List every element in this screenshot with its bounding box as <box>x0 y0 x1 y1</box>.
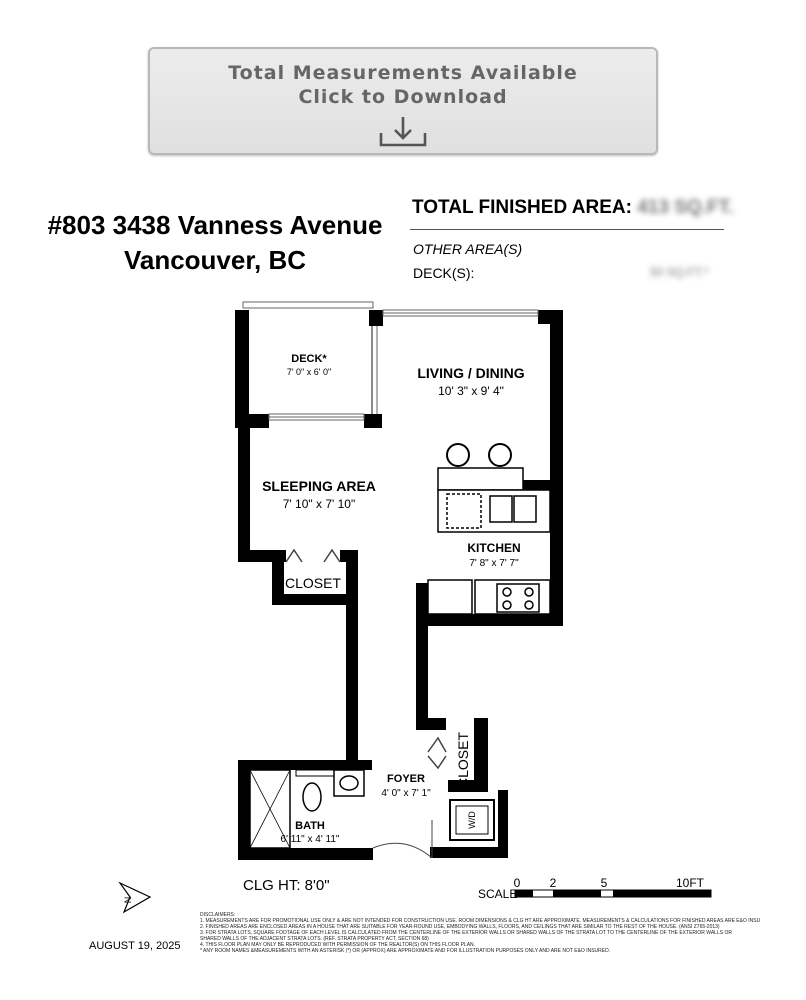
north-arrow-icon: N <box>118 881 152 914</box>
kitchen-counter <box>437 467 551 533</box>
disclaimer-line: 2. FINISHED AREAS ARE ENCLOSED AREAS IN … <box>200 924 720 930</box>
living-label: LIVING / DINING <box>417 365 524 381</box>
download-title: Total Measurements Available <box>228 62 578 84</box>
total-area-label: TOTAL FINISHED AREA: <box>412 197 632 218</box>
scale-label: SCALE <box>478 887 517 901</box>
disclaimer-line: SHARED WALLS OF THE ADJACENT STRATA LOTS… <box>200 936 429 942</box>
deck-label: DECK* <box>291 353 327 365</box>
address-line-2: Vancouver, BC <box>123 245 307 275</box>
scale-tick-10: 10FT <box>676 876 705 890</box>
download-icon <box>379 117 427 147</box>
total-finished-area: TOTAL FINISHED AREA: 413 SQ.FT. <box>412 197 733 219</box>
download-subtitle: Click to Download <box>298 86 508 108</box>
bath-label: BATH <box>295 820 325 832</box>
foyer-label: FOYER <box>387 773 425 785</box>
windows <box>242 301 539 421</box>
closet-label-1: CLOSET <box>285 575 341 591</box>
scale-tick-5: 5 <box>601 876 608 890</box>
total-area-value: 413 SQ.FT. <box>637 197 734 218</box>
disclaimer-line: 1. MEASUREMENTS ARE FOR PROMOTIONAL USE … <box>200 918 760 924</box>
foyer-dims: 4' 0" x 7' 1" <box>381 788 431 799</box>
disclaimer-line: 4. THIS FLOOR PLAN MAY ONLY BE REPRODUCE… <box>200 942 476 948</box>
bath-dims: 6' 11" x 4' 11" <box>281 834 340 845</box>
disclaimer-line: * ANY ROOM NAMES &MEASUREMENTS WITH AN A… <box>200 948 611 954</box>
sleeping-dims: 7' 10" x 7' 10" <box>283 497 355 511</box>
closet-doors <box>285 548 447 770</box>
sleeping-label: SLEEPING AREA <box>262 478 376 494</box>
bar-stools <box>446 443 512 467</box>
plan-date: AUGUST 19, 2025 <box>89 940 181 952</box>
disclaimer-line: 3. FOR STRATA LOTS, SQUARE FOOTAGE OF EA… <box>200 930 732 936</box>
address-line-1: #803 3438 Vanness Avenue <box>47 210 383 240</box>
area-divider <box>410 229 724 230</box>
living-dims: 10' 3" x 9' 4" <box>438 384 504 398</box>
closet-label-2: CLOSET <box>455 732 471 788</box>
disclaimer-line: DISCLAIMERS: <box>200 912 236 918</box>
kitchen-label: KITCHEN <box>467 541 520 555</box>
deck-area-label: DECK(S): <box>413 265 475 281</box>
kitchen-lower <box>427 579 551 615</box>
scale-tick-2: 2 <box>550 876 557 890</box>
deck-area-value: 50 SQ.FT.* <box>650 265 709 279</box>
north-label: N <box>123 897 133 904</box>
wd-label: W/D <box>467 811 477 829</box>
download-measurements-button[interactable]: Total Measurements Available Click to Do… <box>148 47 658 155</box>
scale-bar: SCALE 0 2 5 10FT <box>478 876 712 901</box>
scale-tick-0: 0 <box>514 876 521 890</box>
disclaimers: DISCLAIMERS: 1. MEASUREMENTS ARE FOR PRO… <box>200 912 760 954</box>
walls <box>235 310 563 860</box>
deck-dims: 7' 0" x 6' 0" <box>287 367 331 377</box>
bath-fixtures <box>249 769 365 849</box>
ceiling-height: CLG HT: 8'0" <box>243 877 330 894</box>
kitchen-dims: 7' 8" x 7' 7" <box>469 558 519 569</box>
other-areas-label: OTHER AREA(S) <box>413 241 523 257</box>
